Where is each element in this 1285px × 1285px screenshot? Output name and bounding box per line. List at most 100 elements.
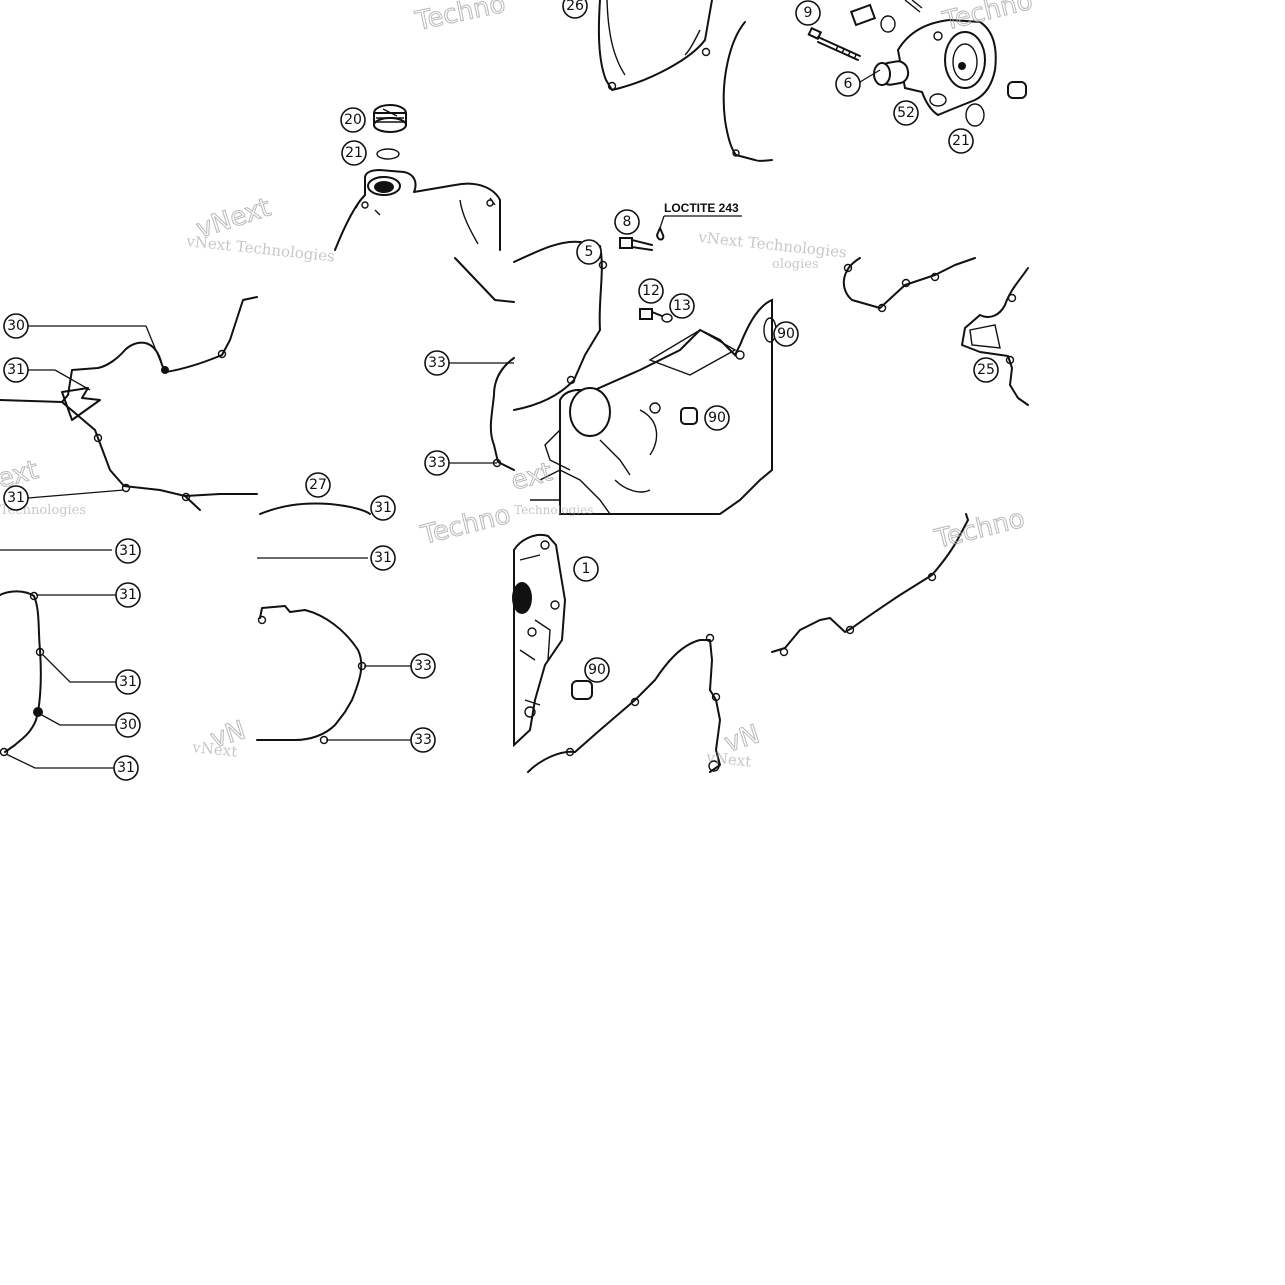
watermark-text: Techno xyxy=(931,504,1027,555)
svg-text:31: 31 xyxy=(374,500,392,516)
gasket-outline xyxy=(527,639,721,773)
tile-r3c3: vNext vN xyxy=(512,534,764,773)
svg-text:31: 31 xyxy=(7,362,25,378)
callout-33: 33 xyxy=(410,727,436,753)
svg-text:1: 1 xyxy=(582,561,591,577)
watermark-text: ologies xyxy=(772,257,819,272)
callout-26: 26 xyxy=(562,0,588,19)
svg-text:21: 21 xyxy=(345,145,363,161)
watermark-text: vN xyxy=(207,715,249,754)
svg-text:26: 26 xyxy=(566,0,584,14)
tile-r1c2: vNext Technologies vNext xyxy=(185,104,515,303)
gasket-outline xyxy=(489,357,515,471)
svg-text:8: 8 xyxy=(623,214,632,230)
callout-52: 52 xyxy=(893,100,919,126)
callout-31: 31 xyxy=(3,485,29,511)
watermark-text: ext xyxy=(508,457,555,497)
callout-20: 20 xyxy=(340,107,366,133)
callout-9: 9 xyxy=(795,0,821,26)
callout-8: 8 xyxy=(614,209,640,235)
callout-21: 21 xyxy=(948,128,974,154)
water-pump-housing xyxy=(873,18,997,117)
watermark-text: vNext xyxy=(191,738,239,761)
callout-33: 33 xyxy=(424,350,450,376)
tile-r1c3 xyxy=(597,0,773,162)
tile-r1c1: Techno xyxy=(412,0,509,38)
watermark-text: Technologies xyxy=(514,503,593,517)
svg-text:9: 9 xyxy=(804,5,813,21)
callout-31: 31 xyxy=(3,357,29,383)
svg-text:33: 33 xyxy=(414,732,432,748)
callout-30: 30 xyxy=(115,712,141,738)
cover-gasket-outline xyxy=(597,0,713,91)
svg-text:52: 52 xyxy=(897,105,915,121)
svg-text:30: 30 xyxy=(119,717,137,733)
loctite-note: LOCTITE 243 xyxy=(664,201,739,215)
svg-text:31: 31 xyxy=(119,543,137,559)
svg-text:31: 31 xyxy=(119,587,137,603)
watermark-text: Techno xyxy=(412,0,508,37)
filler-cap-part xyxy=(373,104,407,133)
callout-90: 90 xyxy=(584,657,610,683)
bolt-part xyxy=(639,308,673,323)
casing-outline xyxy=(513,240,603,411)
casing-part xyxy=(513,534,567,748)
tile-r2c3: Technologies ext vNext Technologies xyxy=(508,215,848,517)
callout-33: 33 xyxy=(424,450,450,476)
watermark-text: vN xyxy=(721,719,763,758)
tile-r3c2: Techno xyxy=(256,499,514,745)
callout-31: 31 xyxy=(115,582,141,608)
bolt-part xyxy=(619,237,653,251)
dowel-part xyxy=(680,407,698,425)
o-ring-part xyxy=(376,148,400,160)
callout-27: 27 xyxy=(305,472,331,498)
svg-text:5: 5 xyxy=(585,244,594,260)
callout-12: 12 xyxy=(638,278,664,304)
svg-text:33: 33 xyxy=(428,455,446,471)
tile-r2c1: ext Technologies xyxy=(0,296,258,518)
svg-text:21: 21 xyxy=(952,133,970,149)
tile-r2c2 xyxy=(259,357,515,515)
svg-text:31: 31 xyxy=(119,674,137,690)
callout-13: 13 xyxy=(669,293,695,319)
svg-text:30: 30 xyxy=(7,318,25,334)
callout-5: 5 xyxy=(576,239,602,265)
callout-31-partial: 31 xyxy=(370,495,396,521)
svg-text:31: 31 xyxy=(374,550,392,566)
svg-text:33: 33 xyxy=(414,658,432,674)
callout-90: 90 xyxy=(704,405,730,431)
callout-31: 31 xyxy=(115,538,141,564)
svg-text:31: 31 xyxy=(117,760,135,776)
callout-31: 31 xyxy=(370,545,396,571)
callout-6: 6 xyxy=(835,71,861,97)
svg-text:90: 90 xyxy=(708,410,726,426)
bolt-part xyxy=(807,26,861,61)
svg-text:25: 25 xyxy=(977,362,995,378)
gasket-outline xyxy=(0,296,258,403)
watermark-text: Techno xyxy=(417,500,513,551)
callout-31: 31 xyxy=(113,755,139,781)
dowel-part xyxy=(1007,81,1027,99)
svg-text:27: 27 xyxy=(309,477,327,493)
svg-text:31: 31 xyxy=(7,490,25,506)
callout-1: 1 xyxy=(573,556,599,582)
o-ring-part xyxy=(965,103,985,127)
dowel-part xyxy=(571,680,593,700)
gasket-outline xyxy=(256,605,363,741)
callout-90: 90 xyxy=(773,321,799,347)
svg-text:LOCTITE 243: LOCTITE 243 xyxy=(664,201,739,215)
callout-21: 21 xyxy=(341,140,367,166)
svg-text:6: 6 xyxy=(844,76,853,92)
svg-text:12: 12 xyxy=(642,283,660,299)
svg-text:20: 20 xyxy=(344,112,362,128)
gasket-outline xyxy=(0,590,42,753)
callout-33: 33 xyxy=(410,653,436,679)
svg-text:33: 33 xyxy=(428,355,446,371)
callout-30: 30 xyxy=(3,313,29,339)
watermark-text: vNext xyxy=(705,748,753,771)
gasket-outline xyxy=(771,513,969,653)
loctite-drop-icon xyxy=(656,227,665,241)
svg-text:13: 13 xyxy=(673,298,691,314)
